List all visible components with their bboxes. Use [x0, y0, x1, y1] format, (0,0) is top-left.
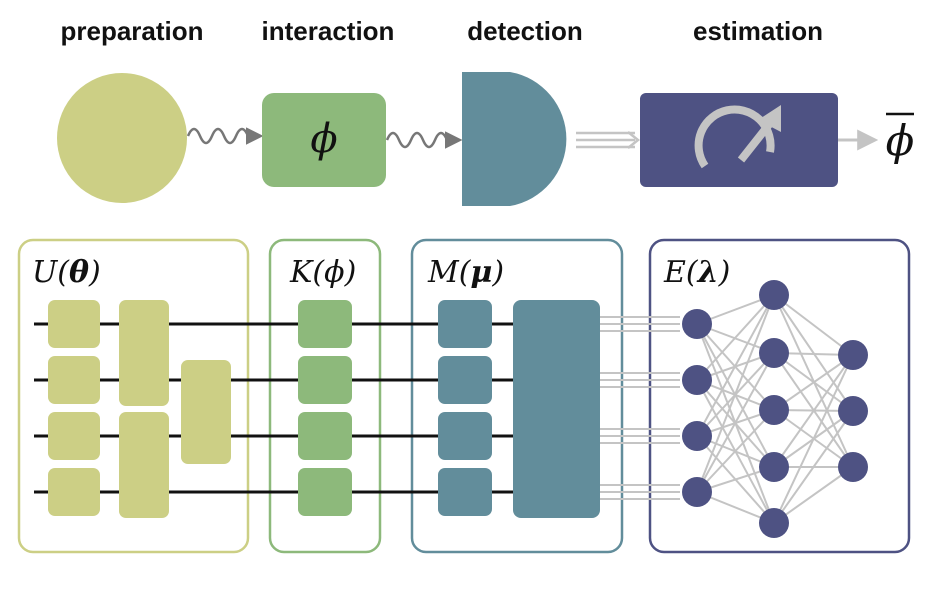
network-edge [773, 410, 854, 524]
unitary-gates [48, 300, 231, 518]
detector-icon [462, 72, 567, 206]
photon-arrow-icon [186, 127, 264, 145]
preparation-state-circle [57, 73, 187, 203]
interaction-box [262, 93, 386, 187]
network-node-layer-3 [838, 452, 868, 482]
network-edge [696, 352, 775, 493]
kernel-block-frame [268, 238, 382, 554]
network-node-layer-3 [838, 340, 868, 370]
network-edge [773, 354, 854, 524]
network-edge [696, 294, 775, 437]
phi-symbol: ϕ [310, 116, 337, 162]
measurement-block-frame [410, 238, 624, 554]
network-node-layer-2 [759, 395, 789, 425]
single-qubit-gate [48, 300, 100, 348]
phase-gate [298, 468, 352, 516]
estimator-block-frame [648, 238, 911, 554]
network-edge [773, 354, 854, 468]
estimation-box [640, 93, 838, 187]
measurement-gates [438, 300, 600, 518]
single-qubit-gate [48, 412, 100, 460]
network-node-layer-1 [682, 309, 712, 339]
two-qubit-gate [119, 412, 169, 518]
network-node-layer-2 [759, 280, 789, 310]
neural-network-nodes [682, 280, 868, 538]
measurement-single-gate [438, 412, 492, 460]
stage-title-detection: detection [467, 16, 583, 46]
two-qubit-gate [119, 300, 169, 406]
network-edge [696, 409, 775, 493]
network-node-layer-1 [682, 365, 712, 395]
measurement-output-lines [598, 316, 680, 500]
network-node-layer-3 [838, 396, 868, 426]
network-edge [696, 294, 775, 493]
estimator-label: E(λ) [663, 255, 730, 290]
network-edge [696, 294, 775, 381]
stage-title-estimation: estimation [693, 16, 823, 46]
two-qubit-gate [181, 360, 231, 464]
unitary-block-frame [17, 238, 250, 554]
classical-signal-lines [576, 131, 641, 149]
single-qubit-gate [48, 468, 100, 516]
photon-arrow-icon-2 [385, 131, 463, 149]
kernel-label: K(ϕ) [289, 255, 356, 290]
measurement-single-gate [438, 356, 492, 404]
phase-gate [298, 412, 352, 460]
measurement-single-gate [438, 468, 492, 516]
measurement-single-gate [438, 300, 492, 348]
phi-bar-symbol: ϕ [886, 116, 915, 165]
network-edge [773, 466, 854, 524]
network-node-layer-2 [759, 508, 789, 538]
measurement-label: M(μ) [427, 255, 504, 290]
stage-title-interaction: interaction [262, 16, 395, 46]
measurement-entangling-block [513, 300, 600, 518]
gauge-icon [694, 105, 781, 169]
network-edge [773, 294, 854, 356]
kernel-gates [298, 300, 352, 516]
stage-title-preparation: preparation [60, 16, 203, 46]
phi-bar-estimate: ϕ [886, 112, 915, 165]
network-node-layer-2 [759, 452, 789, 482]
single-qubit-gate [48, 356, 100, 404]
phase-gate [298, 300, 352, 348]
qubit-wires [34, 322, 515, 494]
phase-gate [298, 356, 352, 404]
network-node-layer-1 [682, 421, 712, 451]
network-node-layer-1 [682, 477, 712, 507]
network-node-layer-2 [759, 338, 789, 368]
unitary-label: U(θ) [32, 255, 101, 290]
network-edge [773, 354, 854, 411]
